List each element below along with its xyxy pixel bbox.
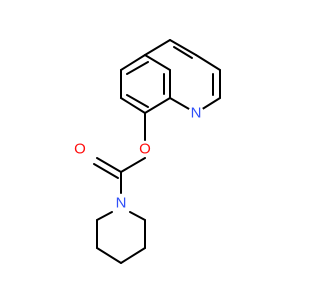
atom-o-carbonyl: O bbox=[72, 141, 88, 158]
bond bbox=[120, 157, 146, 173]
bond bbox=[169, 39, 197, 56]
bond bbox=[96, 157, 122, 173]
bond bbox=[120, 54, 146, 71]
bond bbox=[144, 97, 171, 114]
bond bbox=[96, 211, 113, 221]
bond bbox=[126, 94, 149, 108]
bond bbox=[120, 247, 146, 264]
bond bbox=[144, 54, 171, 71]
bond bbox=[96, 247, 122, 264]
atom-o-ester: O bbox=[137, 141, 153, 158]
molecule-canvas: N O O N bbox=[72, 39, 221, 264]
bond bbox=[126, 61, 149, 75]
bond bbox=[93, 163, 119, 179]
atom-label: N bbox=[191, 105, 202, 122]
atom-label: N bbox=[116, 195, 127, 212]
bond bbox=[195, 54, 221, 71]
bond bbox=[173, 46, 193, 59]
atom-n-ring: N bbox=[188, 105, 204, 122]
structure-diagram: N O O N bbox=[72, 39, 221, 264]
bond bbox=[129, 211, 146, 221]
atom-label: O bbox=[74, 141, 86, 158]
bond bbox=[144, 39, 171, 56]
bond bbox=[120, 97, 146, 114]
atom-n-piperidine: N bbox=[113, 195, 129, 212]
atom-label: O bbox=[139, 141, 151, 158]
